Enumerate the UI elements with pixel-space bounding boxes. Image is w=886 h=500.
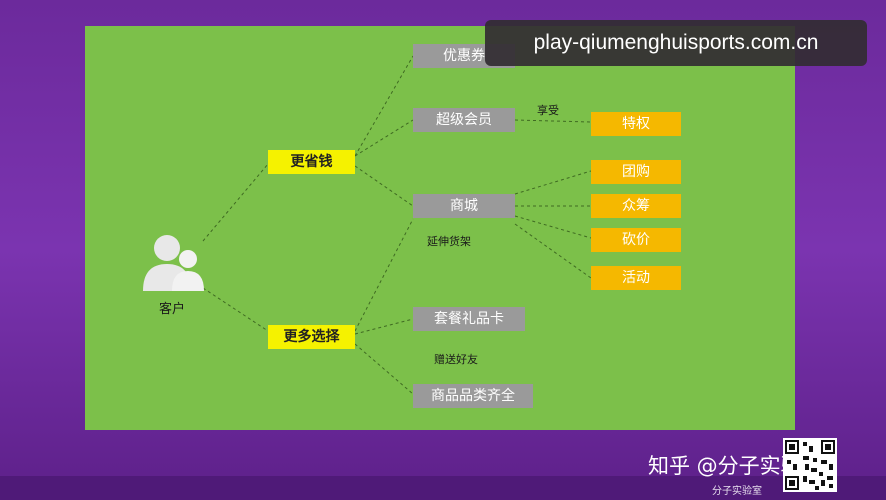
edge-save-coupon (354, 55, 414, 157)
node-mall: 商城 (413, 194, 515, 218)
edge-label-extend-shelf: 延伸货架 (427, 235, 471, 248)
url-banner: play-qiumenghuisports.com.cn (485, 20, 867, 66)
edge-label-gift-friends: 赠送好友 (434, 353, 478, 366)
edge-mall-bargain (514, 215, 592, 239)
customer-icon (143, 235, 204, 291)
qr-code-icon (783, 438, 837, 492)
edge-save-member (354, 119, 414, 157)
node-crowdfunding: 众筹 (591, 194, 681, 218)
customer-label: 客户 (159, 302, 186, 317)
edge-more-giftcard (354, 318, 414, 335)
edge-save-mall (354, 165, 414, 207)
edge-member-privilege (514, 119, 592, 123)
node-full-range: 商品品类齐全 (413, 384, 533, 408)
connector-lines (202, 55, 592, 395)
node-group-buy: 团购 (591, 160, 681, 184)
edge-mall-activity (514, 223, 592, 279)
edge-more-fullrange (354, 343, 414, 395)
node-super-member: 超级会员 (413, 108, 515, 132)
node-save-money: 更省钱 (268, 150, 355, 174)
watermark-subtext: 分子实验室 (712, 486, 762, 497)
node-privilege: 特权 (591, 112, 681, 136)
edge-customer-more (202, 287, 269, 332)
node-more-choices: 更多选择 (268, 325, 355, 349)
edge-more-mall (354, 218, 414, 332)
node-activity: 活动 (591, 266, 681, 290)
node-gift-card: 套餐礼品卡 (413, 307, 525, 331)
edge-mall-groupbuy (514, 170, 592, 195)
edge-customer-save (202, 163, 269, 242)
bottom-bar (0, 476, 886, 500)
node-bargain: 砍价 (591, 228, 681, 252)
diagram-board: 客户 更省钱 更多选择 优惠券 超级会员 商城 套餐礼品卡 商品品类齐全 特权 … (85, 26, 795, 430)
edge-label-enjoy: 享受 (537, 104, 559, 117)
